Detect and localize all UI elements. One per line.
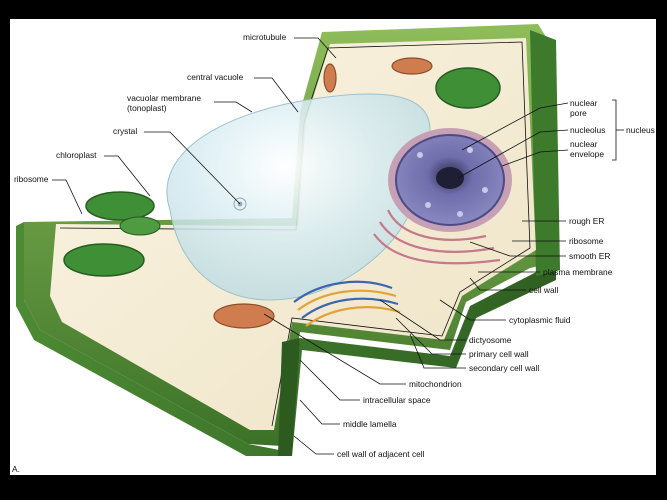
label-nuclear-pore-2: pore	[570, 108, 587, 118]
label-nucleus: nucleus	[626, 125, 655, 135]
label-intracellular-space: intracellular space	[363, 395, 431, 405]
adjacent-cell-wall	[278, 338, 300, 456]
label-cell-wall-adjacent: cell wall of adjacent cell	[337, 449, 425, 459]
label-middle-lamella: middle lamella	[343, 419, 397, 429]
label-cell-wall: cell wall	[529, 285, 558, 295]
label-dictyosome: dictyosome	[469, 335, 512, 345]
label-smooth-er: smooth ER	[569, 251, 610, 261]
label-ribosome-left: ribosome	[14, 174, 49, 184]
label-nucleolus: nucleolus	[570, 125, 605, 135]
label-primary-cell-wall: primary cell wall	[469, 349, 529, 359]
cell-wall-front-face	[16, 222, 556, 456]
label-rough-er: rough ER	[569, 216, 604, 226]
rough-er	[373, 209, 501, 265]
label-vacuolar-membrane: vacuolar membrane	[127, 93, 201, 103]
label-central-vacuole: central vacuole	[187, 72, 244, 82]
label-plasma-membrane: plasma membrane	[543, 267, 613, 277]
label-mitochondrion: mitochondrion	[409, 379, 462, 389]
cell-wall-right	[530, 30, 560, 276]
label-ribosome-right: ribosome	[569, 236, 604, 246]
label-tonoplast: (tonoplast)	[127, 103, 167, 113]
label-crystal: crystal	[113, 126, 137, 136]
nucleus	[388, 128, 512, 232]
figure-letter: A.	[12, 464, 20, 474]
nucleolus	[436, 167, 464, 189]
label-nuclear-envelope-1: nuclear	[570, 139, 598, 149]
dictyosome	[293, 280, 401, 327]
mitochondria	[213, 57, 433, 329]
label-cytoplasmic-fluid: cytoplasmic fluid	[509, 315, 571, 325]
label-nuclear-pore-1: nuclear	[570, 98, 598, 108]
label-secondary-cell-wall: secondary cell wall	[469, 363, 539, 373]
label-chloroplast: chloroplast	[56, 150, 97, 160]
diagram-labels: microtubule central vacuole vacuolar mem…	[12, 32, 655, 474]
label-microtubule: microtubule	[243, 32, 287, 42]
leader-lines	[52, 37, 624, 455]
label-nuclear-envelope-2: envelope	[570, 149, 604, 159]
chloroplast-group	[63, 67, 501, 277]
